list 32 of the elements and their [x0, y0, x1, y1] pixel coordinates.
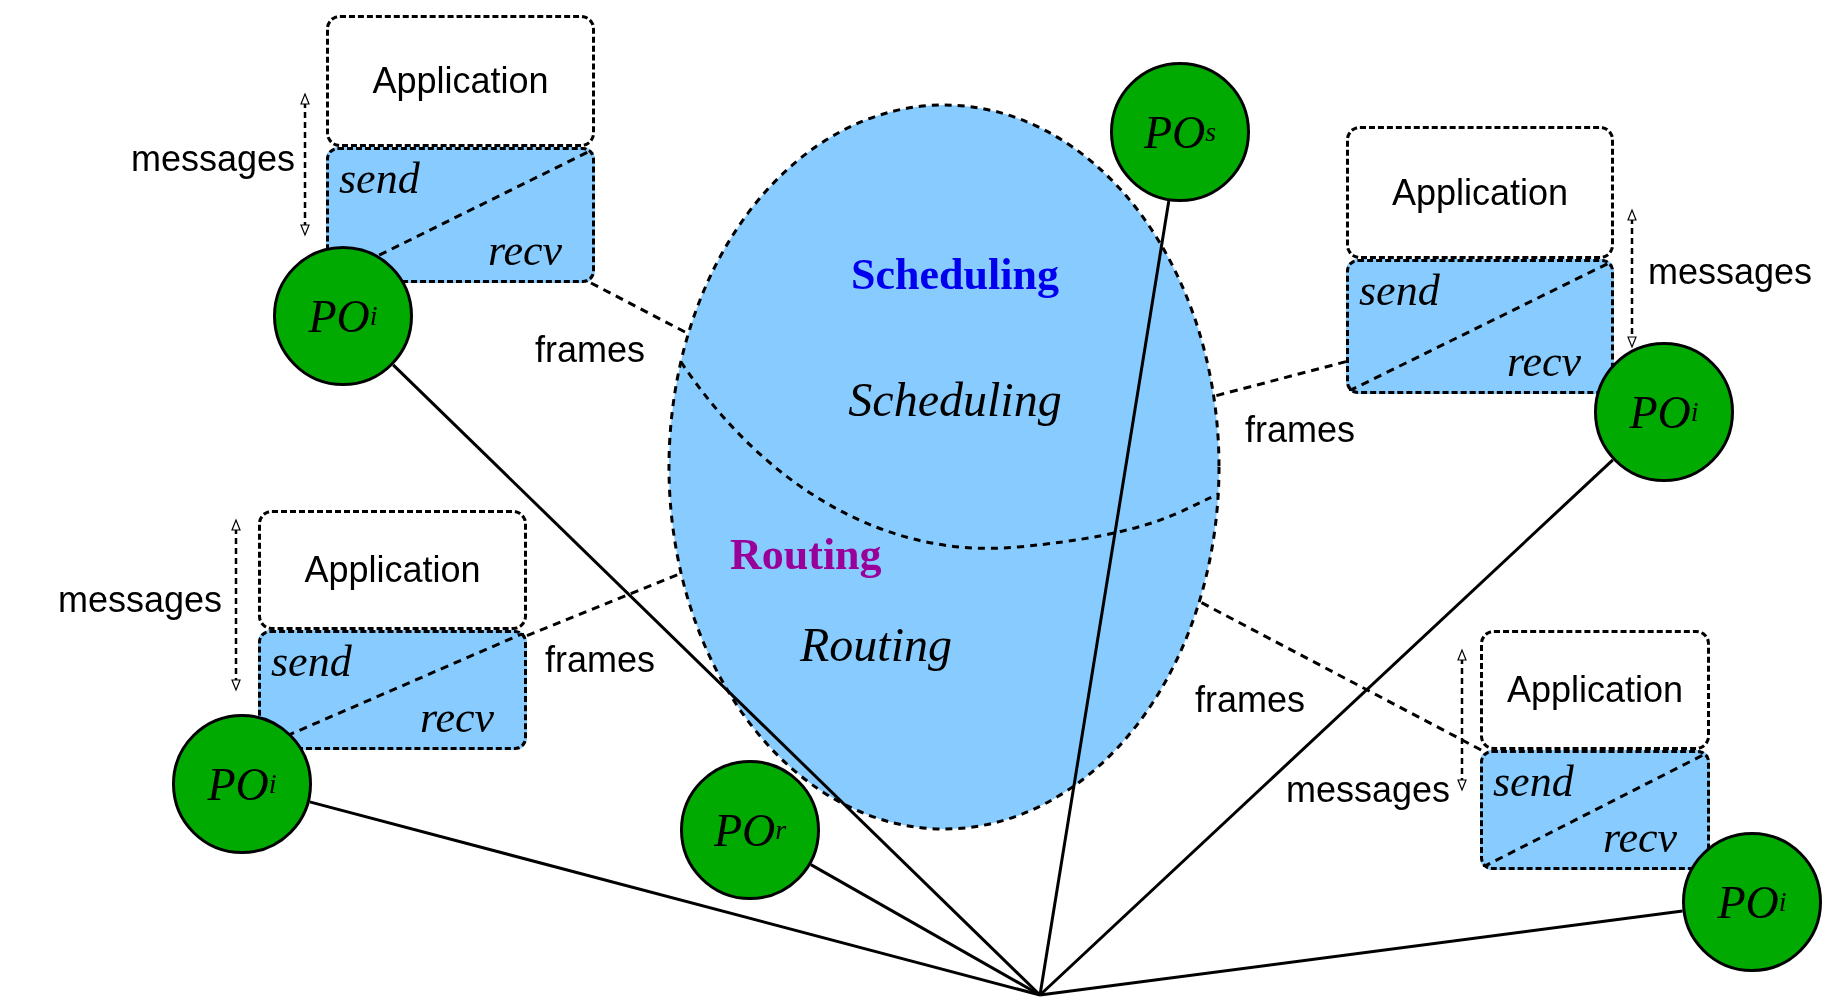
operation-label: send — [339, 154, 420, 204]
connector-line — [309, 800, 1041, 997]
application-box: Application — [258, 510, 527, 630]
operation-label: recv — [1506, 337, 1581, 387]
operation-label: recv — [1602, 813, 1677, 863]
send-recv-box — [258, 630, 527, 750]
application-box: Application — [1346, 126, 1614, 259]
operation-label: recv — [419, 693, 494, 743]
send-recv-box — [1346, 259, 1614, 394]
operation-label: recv — [487, 226, 562, 276]
region-heading: Scheduling — [850, 250, 1060, 300]
operation-label: send — [1493, 757, 1574, 807]
connector-line — [1039, 909, 1683, 997]
operation-label: send — [271, 637, 352, 687]
side-label: messages — [130, 137, 295, 181]
side-label: messages — [1648, 250, 1813, 294]
dashed-connector — [590, 281, 688, 335]
connector-line — [810, 863, 1041, 997]
dashed-connector — [526, 572, 680, 637]
region-heading: Routing — [730, 530, 882, 580]
application-box: Application — [326, 15, 595, 147]
region-label: Routing — [800, 620, 952, 670]
dashed-connector — [1215, 360, 1347, 398]
send-recv-box — [1480, 750, 1710, 870]
side-label: messages — [1285, 768, 1450, 812]
dashed-connector — [1200, 601, 1482, 752]
side-label: messages — [57, 578, 222, 622]
region-label: Scheduling — [847, 375, 1063, 425]
send-recv-box — [326, 147, 595, 283]
operation-label: send — [1359, 266, 1440, 316]
connector-line — [1038, 200, 1171, 996]
application-box: Application — [1480, 630, 1710, 750]
